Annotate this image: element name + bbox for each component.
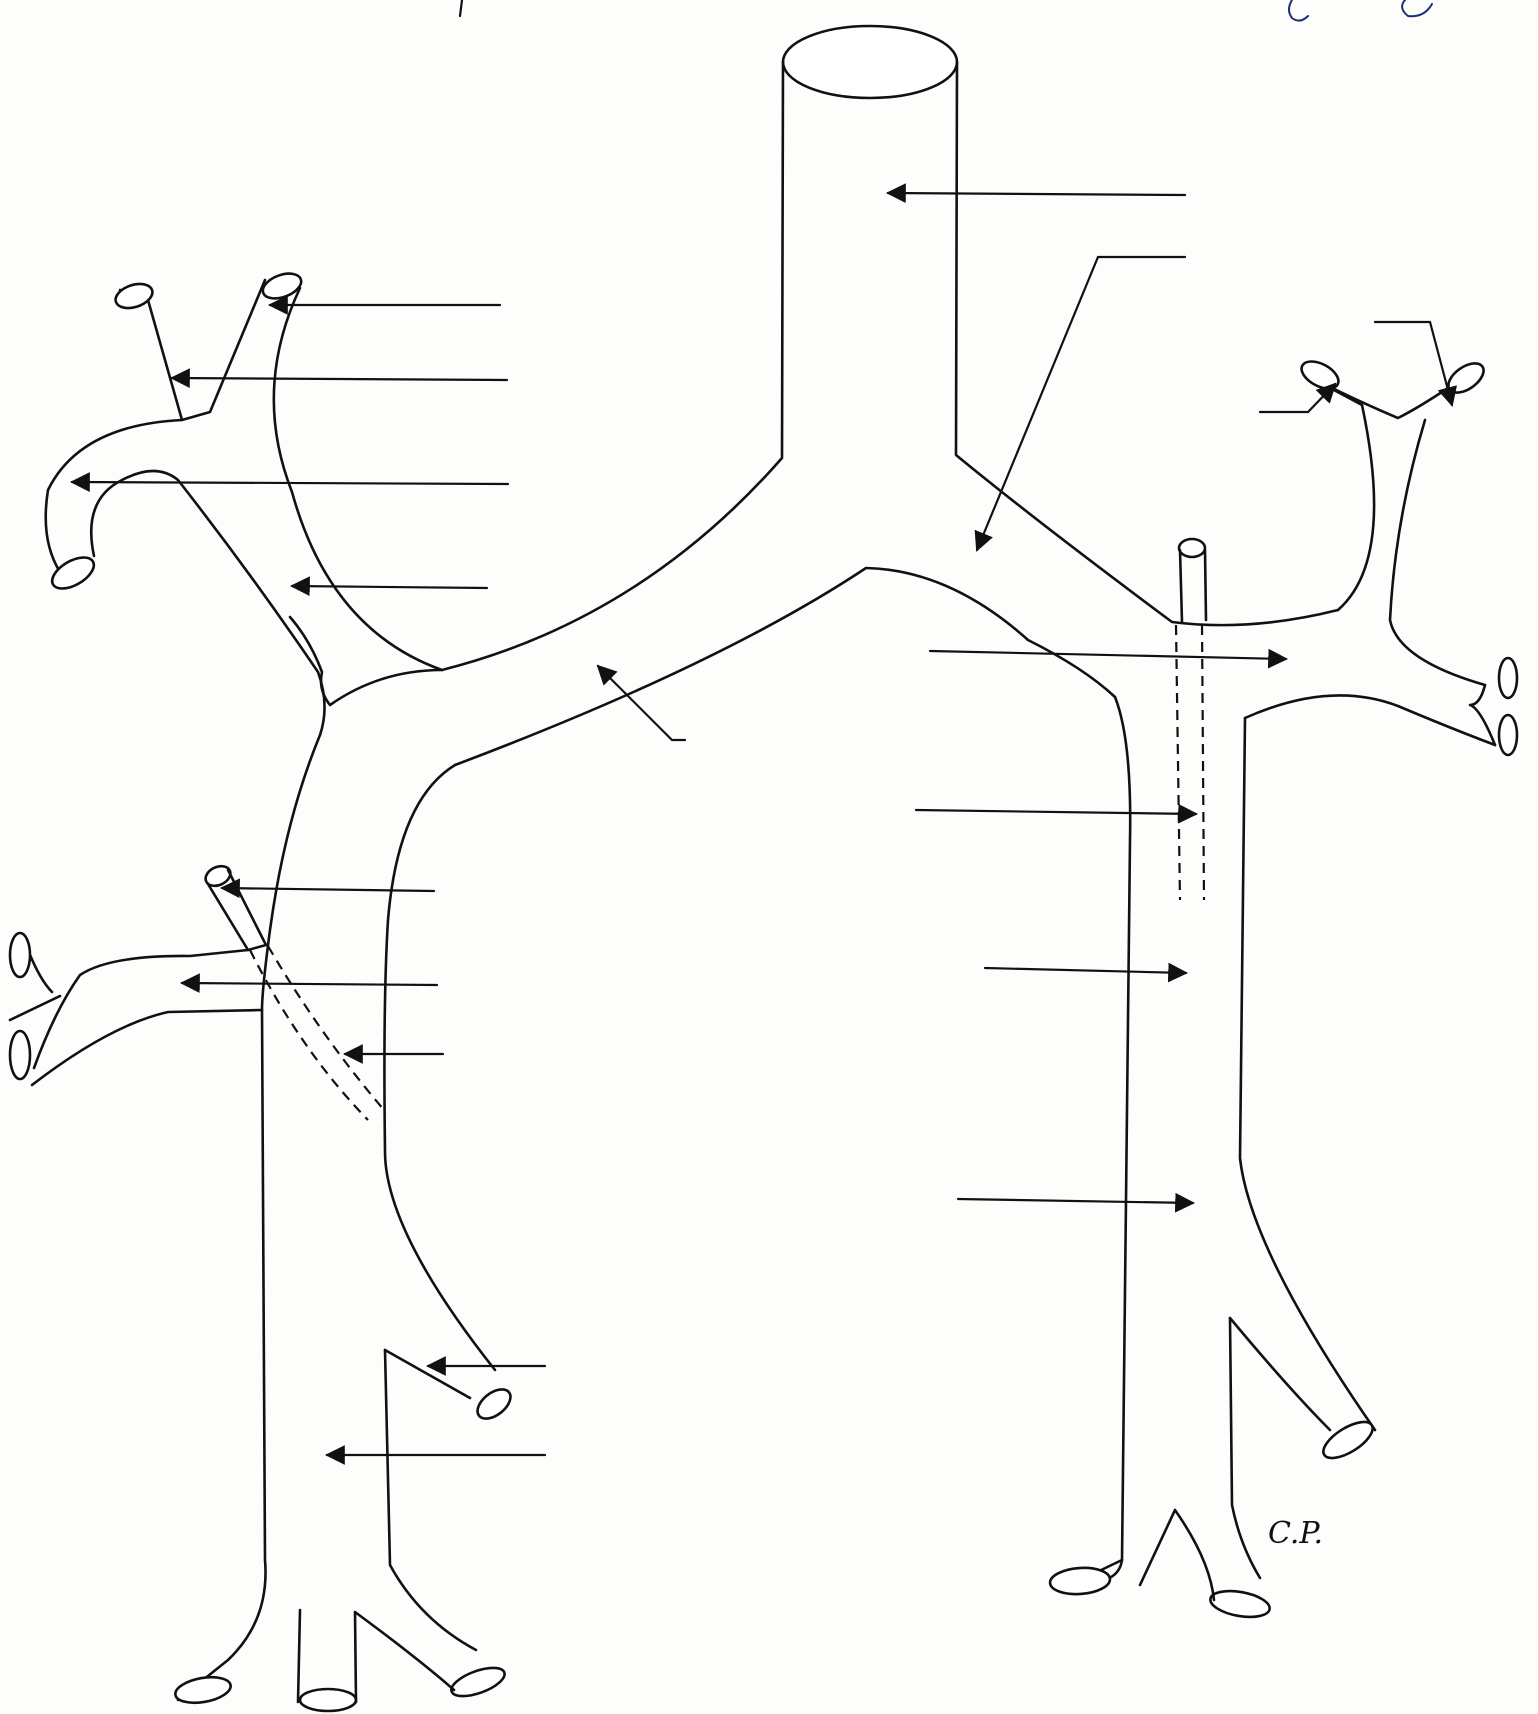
right-lower-branch-opening xyxy=(1318,1415,1378,1465)
left-upper-branch-b-opening xyxy=(259,269,304,303)
label-pointer-13 xyxy=(958,1199,1193,1203)
label-pointer-14 xyxy=(222,888,434,891)
right-vessel-group xyxy=(1049,356,1517,1621)
left-hidden-vessel xyxy=(250,946,384,1120)
left-arch-outer-wall xyxy=(274,288,442,670)
right-foot-fork-walls xyxy=(1140,1510,1214,1600)
right-foot-b-opening xyxy=(1208,1587,1271,1621)
label-pointer-11 xyxy=(916,810,1196,814)
right-inner-fork-wall xyxy=(1230,1318,1260,1578)
top-right-handwriting-fragment xyxy=(1289,0,1432,21)
label-pointer-1 xyxy=(888,193,1185,195)
label-pointer-2 xyxy=(977,257,1185,550)
right-branch-left-opening xyxy=(1297,356,1343,394)
left-descending-outer-wall xyxy=(178,735,320,1700)
left-side-upper-opening xyxy=(10,933,30,977)
artist-initials: C.P. xyxy=(1268,1516,1323,1551)
label-pointer-15 xyxy=(182,983,437,985)
left-hook-inner-wall xyxy=(91,471,324,735)
right-foot-a-opening xyxy=(1049,1566,1111,1596)
trunk-left-wall xyxy=(290,62,783,705)
right-branch-curve-wall xyxy=(1338,405,1374,610)
right-descending-left-wall xyxy=(1060,697,1130,1583)
right-branch-lower-end-opening xyxy=(1499,715,1517,755)
left-small-branch-opening xyxy=(472,1384,515,1425)
left-upper-pair-walls xyxy=(148,280,265,420)
right-hidden-vessel xyxy=(1176,625,1204,900)
left-stub-opening xyxy=(202,862,233,889)
left-foot-a-opening xyxy=(173,1673,232,1706)
left-descending-inner-wall xyxy=(384,765,495,1370)
label-pointer-10 xyxy=(930,651,1286,659)
page-top-mark xyxy=(460,0,462,16)
right-descending-right-wall xyxy=(1240,718,1375,1430)
right-branch-lower-wall xyxy=(1245,695,1495,745)
left-side-branches xyxy=(10,862,384,1120)
left-foot-c-opening xyxy=(448,1662,508,1702)
common-lower-wall xyxy=(455,568,1115,765)
right-lower-branch-wall xyxy=(1230,1318,1330,1430)
left-hook-opening xyxy=(47,551,99,595)
label-pointer-5 xyxy=(72,482,508,484)
left-side-lower-opening xyxy=(10,1031,30,1079)
left-hook-outer-wall xyxy=(46,420,182,572)
trunk-vessel xyxy=(290,26,1338,765)
left-upper-branches xyxy=(46,269,442,735)
label-pointer-6 xyxy=(292,586,487,588)
right-branch-right-opening xyxy=(1443,358,1488,399)
right-small-stub-walls xyxy=(1180,550,1206,622)
right-branch-upper-end-opening xyxy=(1499,658,1517,698)
left-foot-b-opening xyxy=(300,1689,356,1711)
left-small-branch-wall xyxy=(385,1350,470,1398)
left-side-branch-walls xyxy=(10,950,262,1085)
trunk-opening xyxy=(783,26,957,98)
label-pointer-12 xyxy=(985,968,1186,973)
right-small-stub-opening xyxy=(1179,539,1205,557)
right-branch-right-wall xyxy=(1390,420,1485,685)
trunk-right-wall xyxy=(956,62,1338,625)
